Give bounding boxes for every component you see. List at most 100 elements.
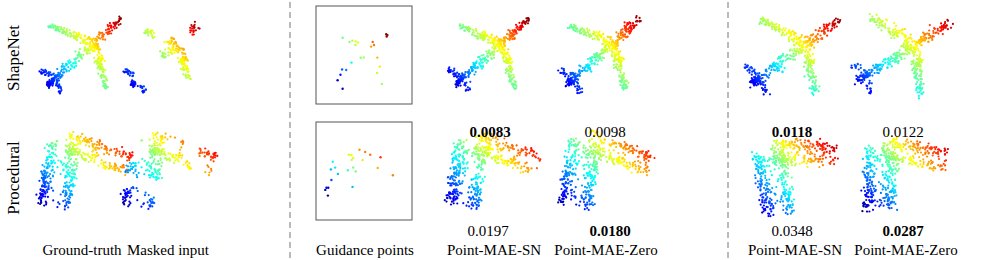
cloud-point [97, 46, 99, 48]
cloud-point [521, 22, 523, 24]
cloud-point [80, 34, 82, 36]
guidance-box [316, 122, 412, 220]
cloud-point [515, 87, 517, 89]
cloud-point [450, 69, 452, 71]
cloud-point [473, 64, 475, 66]
cloud-point [484, 60, 486, 62]
cloud-point [807, 51, 809, 53]
cloud-point [557, 69, 559, 71]
cloud-point [609, 38, 611, 40]
cloud-point [130, 72, 132, 74]
cloud-point [608, 46, 610, 48]
cloud-point [581, 91, 583, 93]
cloud-point [485, 50, 487, 52]
cloud-point [510, 74, 512, 76]
cloud-point [614, 44, 616, 46]
cloud-point [454, 83, 456, 85]
cloud-point [459, 80, 461, 82]
cloud-point [92, 50, 94, 52]
cloud-point [153, 36, 155, 38]
cloud-point [454, 73, 456, 75]
cloud-point [488, 53, 490, 55]
cloud-point [510, 81, 512, 83]
cloud-point [623, 74, 625, 76]
cloud-point [507, 69, 509, 71]
cloud-point [604, 51, 606, 53]
cloud-point [107, 24, 109, 26]
cloud-point [186, 71, 188, 73]
cloud-point [460, 85, 462, 87]
cloud-point [159, 50, 161, 52]
cloud-point [617, 33, 619, 35]
cloud-point [624, 21, 626, 23]
cloud-point [576, 89, 578, 91]
cloud-point [132, 71, 134, 73]
cloud-point [568, 82, 570, 84]
cloud-point [590, 71, 592, 73]
cloud-point [785, 55, 787, 57]
cloud-point [500, 39, 502, 41]
cloud-point [565, 85, 567, 87]
cloud-point [622, 85, 624, 87]
cloud-point [505, 72, 507, 74]
cloud-point [581, 28, 583, 30]
cloud-point [483, 31, 485, 33]
cloud-point [80, 37, 82, 39]
cloud-point [639, 17, 641, 19]
cloud-point [60, 26, 62, 28]
cloud-point [618, 36, 620, 38]
cloud-point [491, 34, 493, 36]
cloud-point [504, 61, 506, 63]
cloud-point [82, 42, 84, 44]
cloud-point [96, 48, 98, 50]
cloud-point [464, 30, 466, 32]
cloud-point [472, 29, 474, 31]
cloud-point [486, 53, 488, 55]
cloud-point [611, 51, 613, 53]
cloud-point [57, 30, 59, 32]
cloud-point [98, 56, 100, 58]
cloud-point [141, 90, 143, 92]
cloud-point [634, 24, 636, 26]
cloud-point [171, 47, 173, 49]
cloud-point [463, 76, 465, 78]
cloud-point [486, 55, 488, 57]
cloud-point [132, 82, 134, 84]
cloud-point [57, 85, 59, 87]
cloud-point [621, 81, 623, 83]
guidance-box [316, 6, 412, 104]
cloud-point [164, 48, 166, 50]
cloud-point [190, 24, 192, 26]
cloud-point [146, 31, 148, 33]
cloud-point [466, 28, 468, 30]
cloud-point [465, 90, 467, 92]
cloud-point [104, 60, 106, 62]
cloud-point [567, 27, 569, 29]
cloud-point [481, 32, 483, 34]
cloud-point [93, 57, 95, 59]
cloud-point [84, 35, 86, 37]
cloud-point [94, 39, 96, 41]
cloud-point [180, 60, 182, 62]
cloud-point [509, 76, 511, 78]
cloud-point [350, 61, 352, 63]
cloud-point [161, 52, 163, 54]
cloud-point [507, 48, 509, 50]
cloud-point [67, 66, 69, 68]
cloud-point [47, 25, 49, 27]
cloud-point [468, 30, 470, 32]
cloud-point [625, 26, 627, 28]
cloud-point [151, 36, 153, 38]
cloud-point [599, 58, 601, 60]
cloud-point [467, 71, 469, 73]
cloud-point [469, 81, 471, 83]
point-cloud [557, 15, 642, 94]
cloud-point [474, 62, 476, 64]
cloud-point [614, 48, 616, 50]
cloud-point [80, 57, 82, 59]
cloud-point [592, 38, 594, 40]
cloud-point [82, 54, 84, 56]
point-cloud [744, 17, 842, 96]
cloud-point [74, 50, 76, 52]
cloud-point [110, 32, 112, 34]
